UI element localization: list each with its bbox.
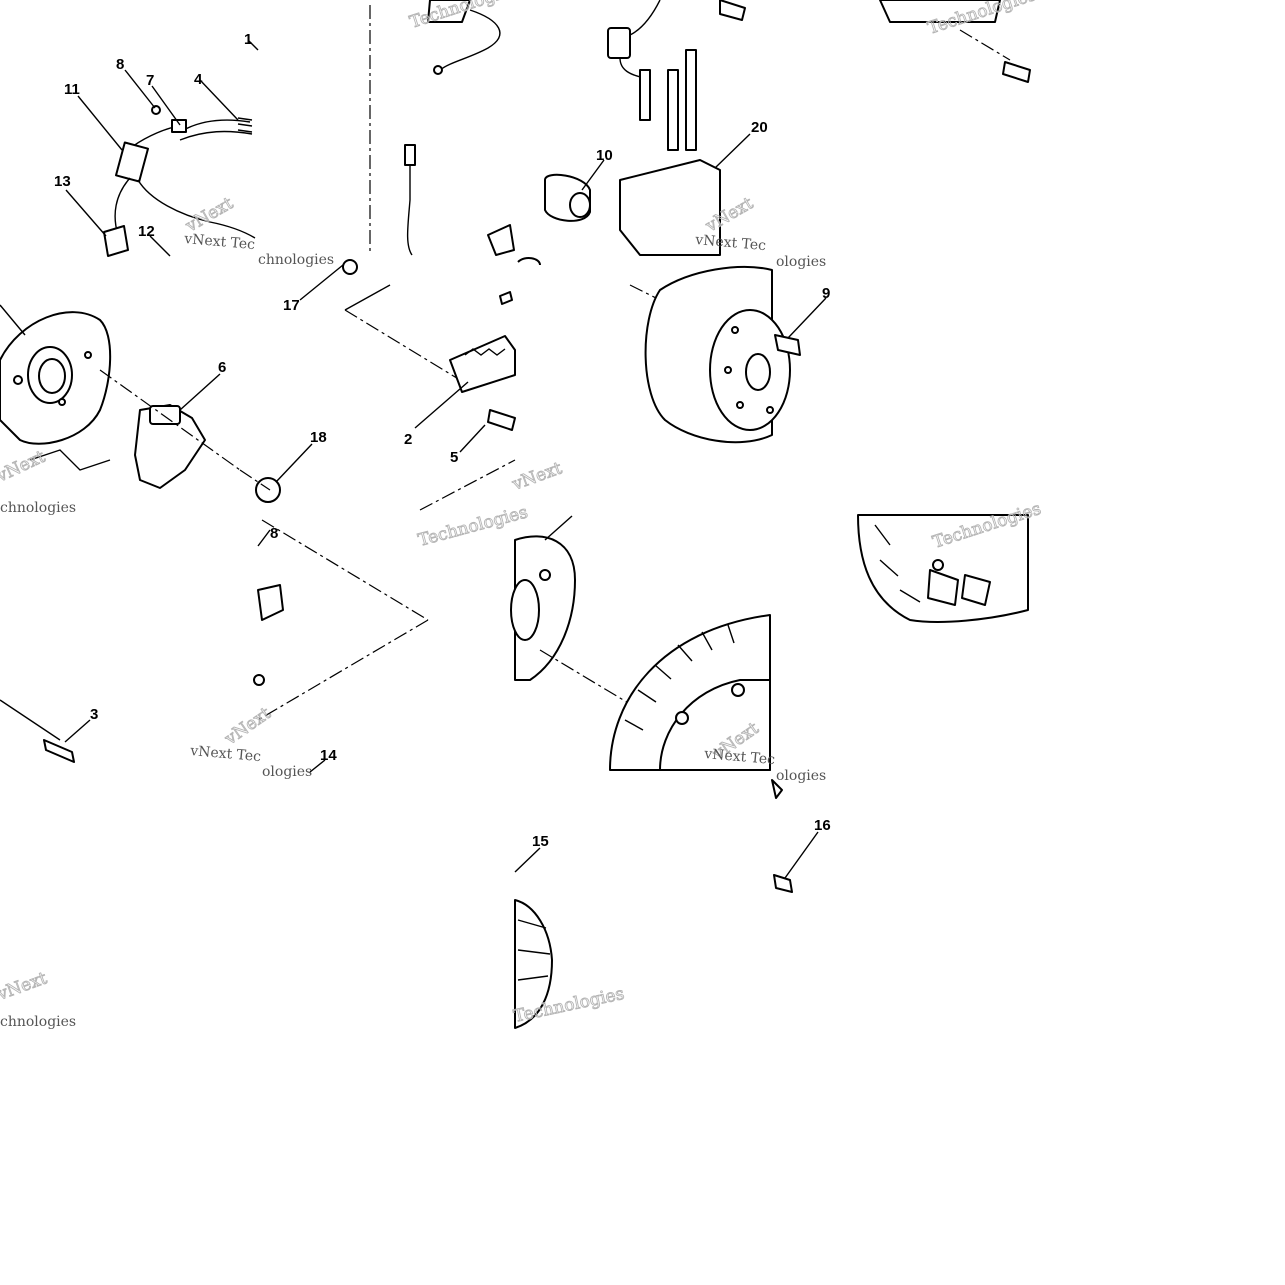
watermark-vnext-1: vNext [182,193,237,236]
leader-lines [0,39,827,879]
watermark-vnext-7: vNext [0,968,50,1005]
wire-clamp [171,119,187,133]
callout-3: 3 [90,706,98,723]
terminal-connector [103,225,129,257]
callout-8-mid: 8 [270,525,278,542]
callout-4: 4 [194,71,203,88]
cdi-unit [449,335,516,393]
tile-screw-top [879,0,1031,83]
grommet [342,259,358,275]
callout-9: 9 [822,285,830,302]
watermark-chnologies-3: chnologies [0,1014,76,1030]
terminal-post-3 [685,49,697,151]
watermark-vnext-5: vNext [221,703,275,749]
callout-11: 11 [64,81,80,98]
terminal-post-1 [639,69,651,121]
tile-bolt-16 [771,779,793,893]
watermark-vnext-4: vNext [0,447,48,487]
mounting-bolt [43,739,75,763]
coil-bracket [427,0,471,23]
flywheel-edge [514,535,576,681]
cdi-screw [487,409,516,431]
small-bolt-16 [773,874,793,893]
flywheel-nut [774,334,801,356]
tile-fan-bottom [514,899,553,1029]
watermark-ologies-1: ologies [776,254,826,270]
watermark-vnext-tec-1: vNext Tec [183,231,256,253]
tile-cooling-fan [510,535,771,771]
callout-16: 16 [814,817,831,834]
tile-bolt [0,699,75,763]
callout-17: 17 [283,297,300,314]
callout-8-top: 8 [116,56,124,73]
fan-bottom-fragment [514,899,553,1029]
watermark-chnologies-1: chnologies [258,252,334,268]
tile-frame [253,519,429,721]
tile-coil-wire [369,0,515,256]
watermark-vnext-tec-2: vNext Tec [694,232,767,254]
callout-7: 7 [146,72,154,89]
watermark-vnext-3: vNext [509,458,565,495]
callout-12: 12 [138,223,155,240]
callout-18: 18 [310,429,327,446]
tile-wiring-harness [103,105,256,257]
watermark-technologies-3: Technologies [416,502,530,550]
callout-6: 6 [218,359,226,376]
tile-cdi-box [239,259,516,511]
tile-fan-fragment [857,514,1029,623]
tile-stator-plate [0,311,241,489]
plug-connector [607,27,631,59]
screw [1002,61,1031,83]
watermark-chnologies-2: chnologies [0,500,76,516]
terminal-post-2 [667,69,679,151]
callout-15: 15 [532,833,549,850]
callout-14: 14 [320,747,337,764]
callout-labels: 1 2 3 4 5 6 7 8 8 9 10 11 12 13 14 15 16… [54,31,831,850]
watermark-ologies-3: ologies [776,768,826,784]
callout-20: 20 [751,119,768,136]
watermark-vnext-tec-4: vNext Tec [703,746,776,768]
watermark-vnext-tec-3: vNext Tec [189,743,262,765]
tile-flywheel [517,257,801,444]
callout-10: 10 [596,147,613,164]
regulator-body [619,159,721,256]
tile-regulator [544,0,746,256]
callout-5: 5 [450,449,458,466]
watermark-ologies-2: ologies [262,764,312,780]
callout-13: 13 [54,173,71,190]
connector-block [115,141,149,183]
callout-2: 2 [404,431,412,448]
small-bolt [151,105,161,115]
small-clip [257,584,284,621]
spark-plug-cap [404,144,416,166]
callout-1: 1 [244,31,252,48]
